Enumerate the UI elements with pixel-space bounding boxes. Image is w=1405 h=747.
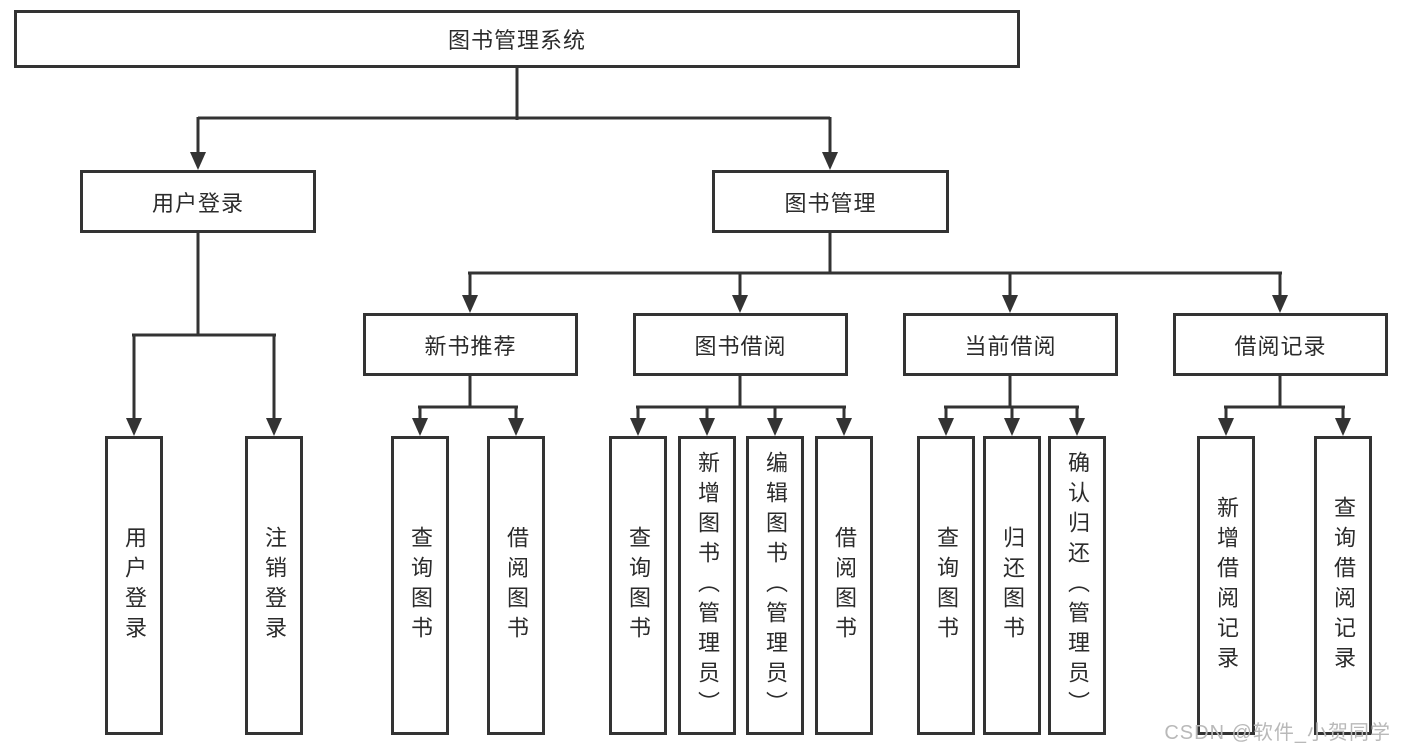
leaf-return-books: 归还图书 (983, 436, 1041, 735)
leaf-user-login: 用户登录 (105, 436, 163, 735)
leaf-add-borrow-record: 新增借阅记录 (1197, 436, 1255, 735)
leaf-query-books-borrow: 查询图书 (609, 436, 667, 735)
node-label: 用户登录 (151, 190, 244, 216)
leaf-query-books-current: 查询图书 (917, 436, 975, 735)
node-label: 新增图书（管理员） (695, 450, 720, 721)
node-new-book-recommendation: 新书推荐 (363, 313, 578, 376)
csdn-watermark: CSDN @软件_小贺同学 (1164, 722, 1391, 744)
leaf-confirm-return-admin: 确认归还（管理员） (1048, 436, 1106, 735)
node-label: 图书借阅 (694, 333, 787, 359)
node-label: 借阅图书 (504, 525, 529, 646)
leaf-borrow-books-recommend: 借阅图书 (487, 436, 545, 735)
node-root-library-system: 图书管理系统 (14, 10, 1020, 68)
node-label: 图书管理 (784, 190, 877, 216)
node-label: 用户登录 (122, 525, 147, 646)
node-label: 确认归还（管理员） (1065, 450, 1090, 721)
node-label: 图书管理系统 (447, 28, 586, 53)
leaf-logout: 注销登录 (245, 436, 303, 735)
node-book-management-branch: 图书管理 (712, 170, 949, 233)
leaf-edit-books-admin: 编辑图书（管理员） (746, 436, 804, 735)
leaf-query-books-recommend: 查询图书 (391, 436, 449, 735)
node-label: 查询借阅记录 (1331, 495, 1356, 676)
node-label: 借阅图书 (832, 525, 857, 646)
node-label: 编辑图书（管理员） (763, 450, 788, 721)
node-user-login-branch: 用户登录 (80, 170, 316, 233)
node-label: 查询图书 (408, 525, 433, 646)
node-label: 查询图书 (626, 525, 651, 646)
node-label: 新书推荐 (424, 333, 517, 359)
node-label: 查询图书 (934, 525, 959, 646)
leaf-query-borrow-record: 查询借阅记录 (1314, 436, 1372, 735)
node-label: 当前借阅 (964, 333, 1057, 359)
leaf-add-books-admin: 新增图书（管理员） (678, 436, 736, 735)
node-borrowing-records: 借阅记录 (1173, 313, 1388, 376)
node-label: 新增借阅记录 (1214, 495, 1239, 676)
node-label: 借阅记录 (1234, 333, 1327, 359)
node-label: 归还图书 (1000, 525, 1025, 646)
node-label: 注销登录 (262, 525, 287, 646)
node-book-borrowing: 图书借阅 (633, 313, 848, 376)
node-current-borrowing: 当前借阅 (903, 313, 1118, 376)
leaf-borrow-books: 借阅图书 (815, 436, 873, 735)
